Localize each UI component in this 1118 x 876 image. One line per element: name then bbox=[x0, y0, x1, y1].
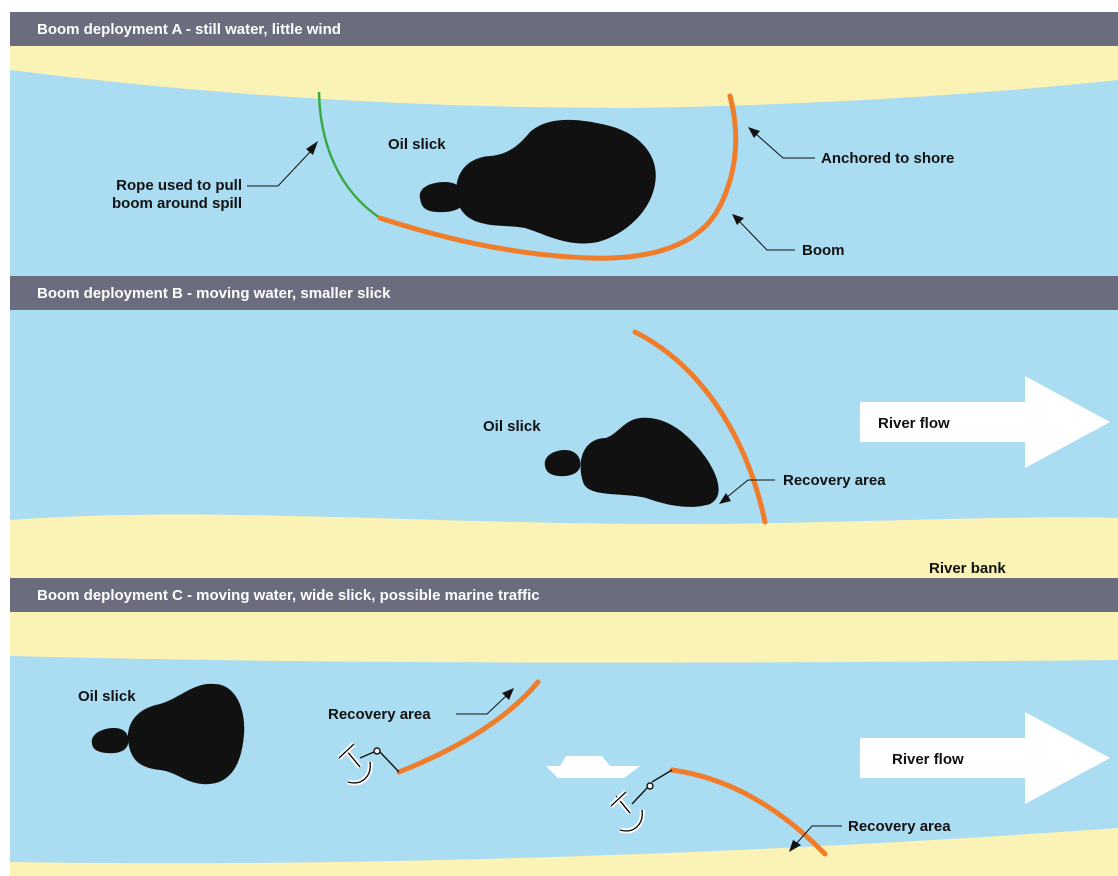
river-flow-label: River flow bbox=[878, 415, 950, 432]
panel-a-scene: Oil slick Rope used to pull boom around … bbox=[10, 46, 1118, 276]
panel-c-scene: Oil slick Recovery area River flow Recov… bbox=[10, 612, 1118, 876]
panel-c: Boom deployment C - moving water, wide s… bbox=[10, 578, 1118, 876]
panel-a: Boom deployment A - still water, little … bbox=[10, 12, 1118, 276]
panel-c-header: Boom deployment C - moving water, wide s… bbox=[10, 578, 1118, 612]
river-flow-label: River flow bbox=[892, 751, 964, 768]
panel-a-header: Boom deployment A - still water, little … bbox=[10, 12, 1118, 46]
boom-label: Boom bbox=[802, 242, 845, 259]
recovery-area-label-lower: Recovery area bbox=[848, 818, 951, 835]
oil-slick-label: Oil slick bbox=[388, 136, 446, 153]
oil-slick-label: Oil slick bbox=[483, 418, 541, 435]
rope-label-line1: Rope used to pull bbox=[116, 177, 242, 194]
recovery-area-label: Recovery area bbox=[783, 472, 886, 489]
oil-slick-small bbox=[420, 182, 465, 212]
panel-b-title: Boom deployment B - moving water, smalle… bbox=[37, 285, 390, 302]
recovery-area-label-upper: Recovery area bbox=[328, 706, 431, 723]
panel-c-title: Boom deployment C - moving water, wide s… bbox=[37, 587, 540, 604]
panel-b-scene: Oil slick River flow Recovery area River… bbox=[10, 310, 1118, 578]
oil-slick-label: Oil slick bbox=[78, 688, 136, 705]
panel-a-title: Boom deployment A - still water, little … bbox=[37, 21, 341, 38]
panel-b-header: Boom deployment B - moving water, smalle… bbox=[10, 276, 1118, 310]
panel-b: Boom deployment B - moving water, smalle… bbox=[10, 276, 1118, 578]
river-bank-label: River bank bbox=[929, 560, 1006, 577]
anchored-label: Anchored to shore bbox=[821, 150, 954, 167]
rope-label-line2: boom around spill bbox=[112, 195, 242, 212]
